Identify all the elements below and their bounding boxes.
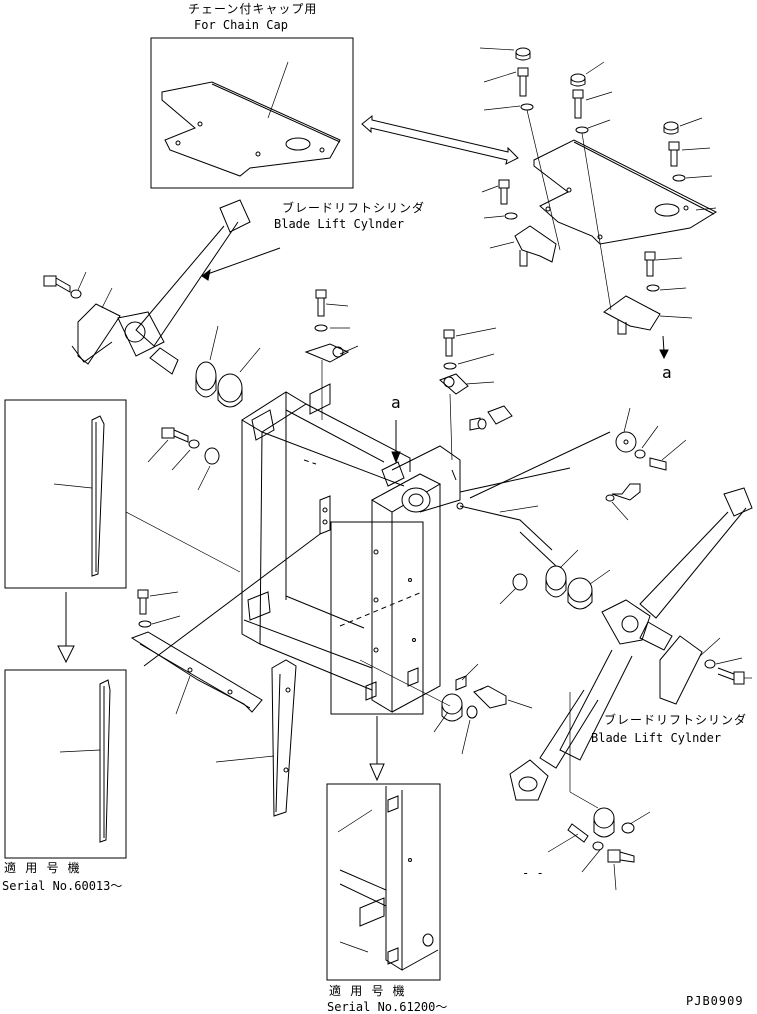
top-center-hardware [304, 289, 497, 464]
blade-lift-label-en-upper: Blade Lift Cylnder [274, 217, 405, 231]
serial-label-2: Serial No.61200～ [327, 1000, 448, 1014]
bottom-detail-box [326, 783, 441, 981]
drawing-code: PJB0909 [686, 994, 744, 1008]
right-blade-lift-cylinder [509, 487, 753, 801]
detail-arrow-head [369, 763, 385, 782]
left-blade-lift-cylinder [43, 199, 281, 375]
lower-left-plate [130, 533, 321, 715]
cover-plate-assembly [479, 47, 718, 360]
left-inset-lower [4, 669, 127, 859]
chain-cap-label-en: For Chain Cap [194, 18, 288, 32]
main-frame [241, 383, 571, 713]
right-bushings [469, 407, 687, 610]
left-middle-hardware [147, 427, 220, 491]
dash-mark: - - [522, 866, 544, 880]
chain-cap-inset [150, 37, 354, 189]
left-inset-upper [4, 399, 241, 589]
blade-lift-label-en-lower: Blade Lift Cylnder [591, 731, 722, 745]
bottom-right-hardware [547, 692, 651, 891]
serial-label-1: Serial No.60013～ [2, 879, 123, 893]
frame-detail-box [330, 521, 424, 715]
bottom-center-hardware [359, 405, 533, 755]
applicable-label-jp-1: 適 用 号 機 [4, 861, 81, 875]
reference-mark-a-right: a [662, 363, 672, 382]
applicable-label-jp-2: 適 用 号 機 [329, 984, 406, 998]
inset-arrow-head [57, 645, 75, 664]
chain-cap-label-jp: チェーン付キャップ用 [188, 2, 318, 16]
vertical-strip [215, 659, 297, 817]
left-bushings [195, 325, 261, 408]
relation-arrow [361, 114, 519, 165]
blade-lift-label-jp-lower: ブレードリフトシリンダ [604, 713, 748, 727]
reference-mark-a-center: a [391, 393, 401, 412]
blade-lift-label-jp-upper: ブレードリフトシリンダ [282, 201, 426, 215]
